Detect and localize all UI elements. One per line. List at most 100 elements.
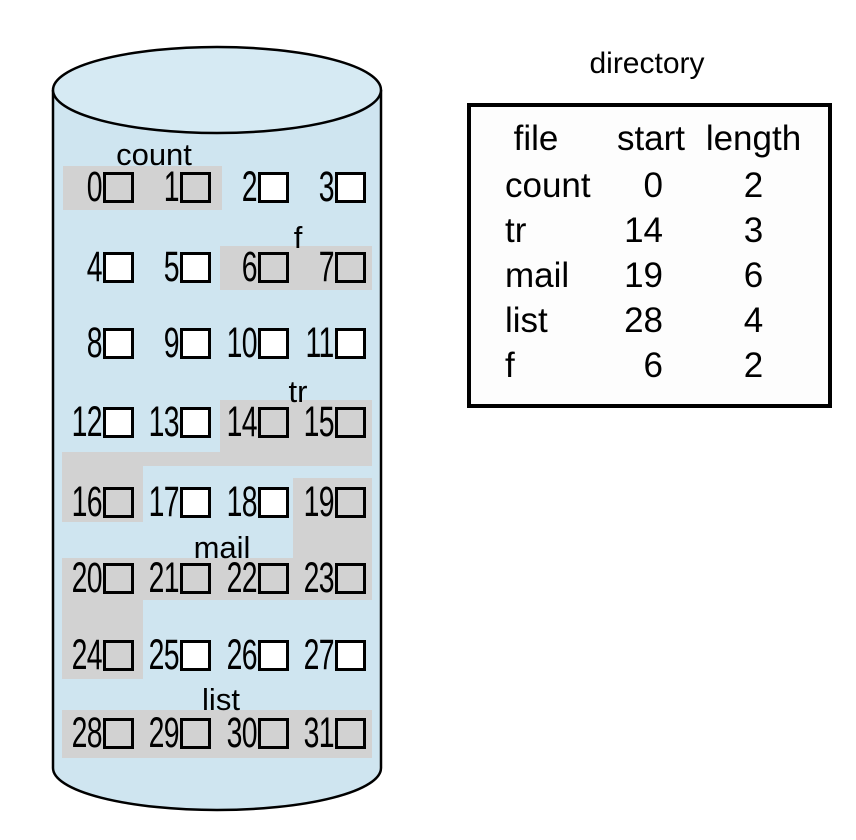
- block-cell: 4: [62, 246, 140, 289]
- block-number: 2: [241, 163, 257, 211]
- block-number: 19: [303, 478, 335, 526]
- block-square-allocated: [180, 563, 211, 594]
- directory-cell-length: 3: [743, 210, 764, 250]
- block-cell: 15: [295, 398, 373, 446]
- block-cell: 25: [140, 631, 218, 679]
- block-cell: 9: [140, 319, 218, 367]
- block-number: 7: [318, 243, 335, 291]
- block-square-free: [180, 640, 211, 671]
- block-cell: 12: [62, 401, 140, 444]
- block-cell: 6: [217, 243, 295, 291]
- block-number: 14: [226, 398, 257, 446]
- block-cell: 3: [295, 163, 373, 211]
- file-label-tr: tr: [288, 374, 308, 409]
- block-number: 30: [226, 709, 257, 757]
- block-square-free: [102, 407, 134, 438]
- directory-cell-file: f: [505, 345, 515, 385]
- block-square-free: [180, 328, 211, 359]
- block-cell: 28: [62, 709, 140, 757]
- block-number: 13: [148, 398, 180, 446]
- block-number: 3: [318, 163, 335, 211]
- block-square-allocated: [102, 640, 134, 671]
- block-square-allocated: [102, 487, 134, 518]
- block-square-free: [257, 640, 289, 671]
- block-number: 29: [148, 709, 180, 757]
- block-number: 16: [71, 478, 102, 526]
- block-number: 26: [226, 631, 257, 679]
- block-number: 6: [241, 243, 257, 291]
- block-cell: 5: [140, 246, 218, 289]
- directory-cell-length: 4: [743, 300, 764, 340]
- block-cell: 18: [217, 478, 295, 526]
- block-cell: 19: [295, 478, 373, 526]
- block-number: 15: [303, 398, 335, 446]
- block-cell: 8: [62, 319, 140, 367]
- block-number: 25: [148, 631, 180, 679]
- block-square-free: [335, 172, 366, 203]
- directory-cell-file: list: [505, 300, 548, 340]
- block-cell: 17: [140, 478, 218, 526]
- block-cell: 14: [217, 398, 295, 446]
- block-row: 28 29 30 31: [62, 709, 373, 757]
- block-square-free: [257, 487, 289, 518]
- block-number: 24: [71, 631, 102, 679]
- block-number: 11: [305, 319, 335, 367]
- block-square-allocated: [180, 172, 211, 203]
- block-square-free: [180, 407, 211, 438]
- directory-header-row: file start length: [471, 115, 828, 163]
- directory-cell-file: tr: [505, 210, 527, 250]
- directory-cell-length: 2: [743, 345, 764, 385]
- block-number: 18: [226, 478, 257, 526]
- block-number: 9: [163, 319, 180, 367]
- block-number: 17: [148, 478, 180, 526]
- directory-header-start: start: [616, 119, 686, 158]
- block-square-allocated: [335, 252, 366, 283]
- block-number: 8: [86, 319, 102, 367]
- block-cell: 10: [217, 319, 295, 367]
- directory-cell-length: 6: [743, 255, 764, 295]
- directory-header-length: length: [705, 119, 802, 158]
- file-label-f: f: [293, 220, 303, 255]
- block-cell: 2: [217, 163, 295, 211]
- directory-row: list 28 4: [471, 298, 828, 343]
- block-square-free: [180, 252, 211, 283]
- block-number: 22: [226, 554, 257, 602]
- block-number: 28: [71, 709, 102, 757]
- block-cell: 11: [295, 319, 373, 367]
- block-square-allocated: [257, 563, 289, 594]
- file-label-list: list: [202, 682, 240, 717]
- block-cell: 21: [140, 557, 218, 600]
- directory-cell-start: 0: [643, 165, 663, 205]
- block-cell: 27: [295, 634, 373, 677]
- block-number: 23: [303, 554, 335, 602]
- block-cell: 20: [62, 557, 140, 600]
- directory-cell-start: 28: [624, 300, 663, 340]
- block-square-free: [102, 252, 134, 283]
- block-square-allocated: [180, 718, 211, 749]
- block-square-allocated: [257, 407, 289, 438]
- block-cell: 31: [295, 712, 373, 755]
- block-cell: 0: [62, 166, 140, 209]
- block-cell: 30: [217, 709, 295, 757]
- block-square-allocated: [102, 563, 134, 594]
- block-cell: 7: [295, 243, 373, 291]
- block-square-free: [102, 328, 134, 359]
- directory-cell-start: 19: [624, 255, 663, 295]
- file-label-count: count: [116, 137, 192, 172]
- block-cell: 26: [217, 631, 295, 679]
- block-square-free: [335, 640, 366, 671]
- block-number: 1: [163, 163, 180, 211]
- block-cell: 23: [295, 554, 373, 602]
- block-square-allocated: [335, 487, 366, 518]
- directory-header-file: file: [513, 119, 559, 158]
- block-number: 10: [226, 319, 257, 367]
